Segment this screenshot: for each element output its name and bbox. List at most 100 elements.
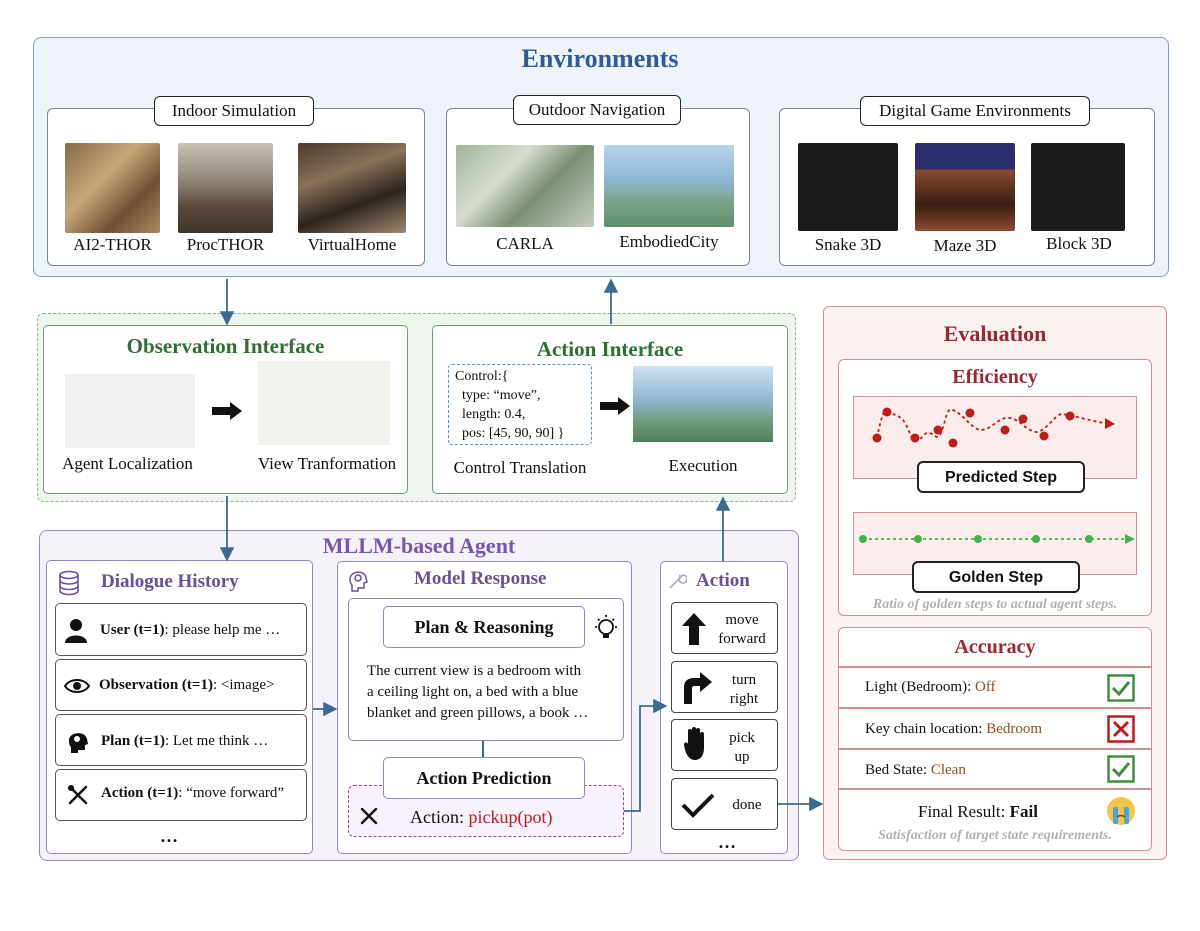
control-code-box: Control:{ type: “move”, length: 0.4, pos… [448,364,592,445]
translation-arrow-icon [600,397,630,415]
predicted-action-text: Action: pickup(pot) [410,807,553,827]
accuracy-row-bed: Bed State: Clean [865,762,966,778]
view-transformation-image [258,361,390,445]
accuracy-row-keychain: Key chain location: Bedroom [865,721,1043,737]
dialogue-row-action [55,769,307,821]
head-gears-icon [69,733,88,753]
snake3d-caption: Snake 3D [814,235,882,254]
final-result: Final Result: Fail [918,802,1038,821]
snake3d-image [798,143,898,231]
outdoor-navigation-label: Outdoor Navigation [513,95,681,125]
ai2thor-caption: AI2-THOR [73,235,152,254]
ai2thor-image [65,143,160,233]
arrow-up-icon [682,613,706,645]
turn-right-icon [684,672,712,704]
predicted-step-label: Predicted Step [917,461,1085,493]
accuracy-divider [839,707,1151,709]
control-translation-caption: Control Translation [453,458,587,477]
eye-icon [64,679,90,693]
accuracy-note: Satisfaction of target state requirement… [878,828,1112,843]
control-code-line: pos: [45, 90, 90] } [455,426,565,441]
head-gear-icon [349,571,368,592]
action-prediction-label: Action Prediction [383,757,585,799]
checkmark-icon [681,793,715,818]
maze3d-caption: Maze 3D [933,236,997,255]
dialogue-more: … [160,826,178,846]
block3d-caption: Block 3D [1046,234,1112,253]
efficiency-note: Ratio of golden steps to actual agent st… [872,597,1118,612]
plan-text-line: a ceiling light on, a bed with a blue [367,684,579,700]
action-list-more: … [718,832,736,852]
cross-box-icon [1107,715,1135,743]
model-response-title: Model Response [414,568,547,589]
action-list-title: Action [696,570,750,591]
control-code-line: type: “move”, [455,388,541,403]
plan-reasoning-text: The current view is a bedroom with a cei… [367,661,588,724]
virtualhome-caption: VirtualHome [307,235,397,254]
accuracy-row-light: Light (Bedroom): Off [865,679,996,695]
golden-step-path [859,534,1135,544]
agent-localization-caption: Agent Localization [62,454,193,473]
check-box-icon [1107,674,1135,702]
lightbulb-icon [595,615,617,638]
wrench-icon [669,574,687,589]
accuracy-box [838,627,1152,851]
dialogue-row-user [55,603,307,656]
accuracy-title: Accuracy [954,636,1036,658]
game-environments-label: Digital Game Environments [860,96,1090,126]
evaluation-title: Evaluation [943,321,1047,346]
observation-arrow-icon [212,402,242,420]
move-forward-button[interactable] [671,602,778,654]
virtualhome-image [298,143,406,233]
check-box-icon [1107,755,1135,783]
carla-caption: CARLA [496,234,554,253]
accuracy-divider [839,788,1151,790]
dialogue-user-text: User (t=1): please help me … [100,622,281,638]
plan-reasoning-label: Plan & Reasoning [383,606,585,648]
block3d-image [1031,143,1125,231]
control-code-line: length: 0.4, [455,407,526,422]
action-interface-title: Action Interface [536,337,684,361]
dialogue-row-observation [55,659,307,711]
maze3d-image [915,143,1015,231]
embodiedcity-caption: EmbodiedCity [619,232,719,251]
embodiedcity-image [604,145,734,227]
execution-image [633,366,773,442]
done-label: done [732,797,762,813]
environments-title: Environments [521,44,679,73]
golden-step-label: Golden Step [912,561,1080,593]
done-button[interactable] [671,778,778,830]
plan-text-line: The current view is a bedroom with [367,663,582,679]
database-icon [59,570,79,596]
dialogue-history-title: Dialogue History [101,571,239,592]
mllm-agent-title: MLLM-based Agent [322,533,516,558]
user-icon [65,619,87,643]
crying-face-icon [1107,797,1135,825]
predicted-step-path [872,407,1115,448]
dialogue-row-plan [55,714,307,766]
procthor-caption: ProcTHOR [186,235,265,254]
procthor-image [178,143,273,233]
plan-text-line: blanket and green pillows, a book … [367,705,589,721]
carla-image [456,145,594,227]
dialogue-action-text: Action (t=1): “move forward” [101,785,285,801]
dialogue-plan-text: Plan (t=1): Let me think … [101,733,269,749]
accuracy-divider [839,748,1151,750]
tools-icon [68,785,88,805]
efficiency-title: Efficiency [952,366,1038,388]
hand-icon [683,727,704,760]
accuracy-divider [839,666,1151,668]
view-transformation-caption: View Tranformation [257,454,397,473]
indoor-simulation-label: Indoor Simulation [154,96,314,126]
control-code-line: Control:{ [455,369,509,384]
plan-to-prediction-connector [482,741,484,757]
tools-icon [360,807,378,825]
execution-caption: Execution [668,456,738,475]
agent-localization-image [65,374,195,448]
dialogue-observation-text: Observation (t=1): <image> [99,677,275,693]
observation-interface-title: Observation Interface [126,334,325,358]
